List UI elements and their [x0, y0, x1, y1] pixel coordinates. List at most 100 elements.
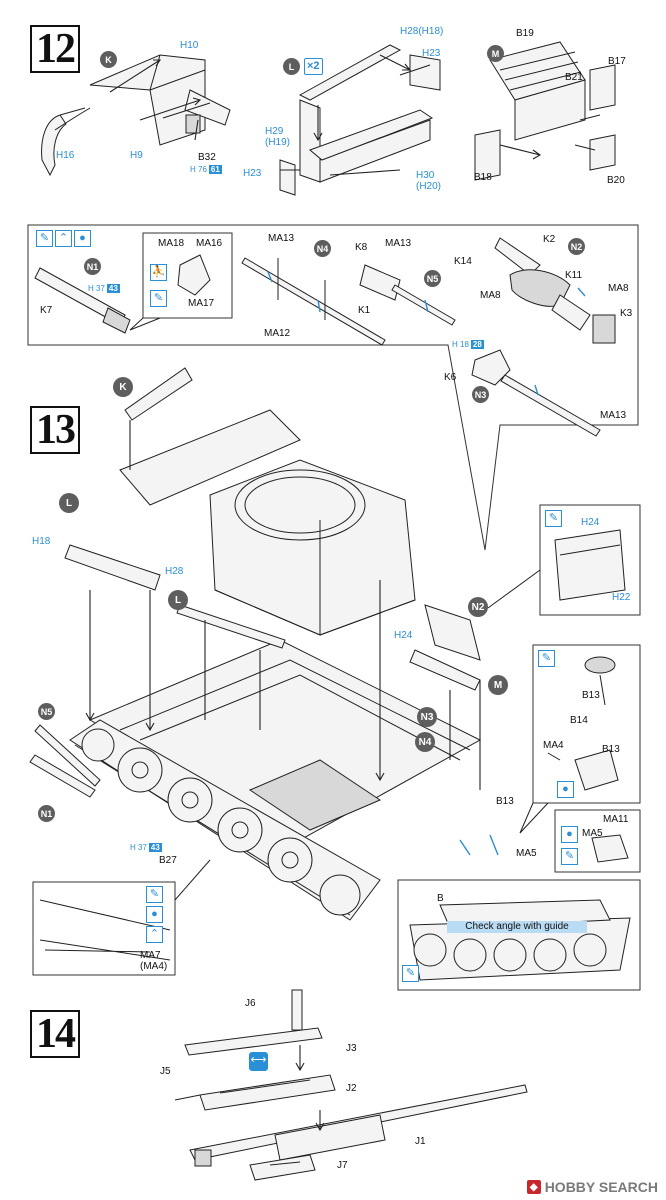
- paint-icon: ●: [557, 781, 574, 798]
- glue-icon: ✎: [545, 510, 562, 527]
- label-h23-b: H23: [243, 168, 262, 179]
- label-k6: K6: [444, 372, 457, 383]
- label-b32: B32: [198, 152, 216, 163]
- step-12-number: 12: [30, 25, 80, 73]
- label-k3: K3: [620, 308, 633, 319]
- subassembly-l-badge: L: [283, 58, 300, 75]
- label-k14: K14: [454, 256, 472, 267]
- label-b13-inset-b: B13: [602, 744, 620, 755]
- label-b13-inset-a: B13: [582, 690, 600, 701]
- label-b20: B20: [607, 175, 625, 186]
- label-ma11: MA11: [603, 814, 629, 825]
- glue-icon: ✎: [538, 650, 555, 667]
- paint-icon: ●: [146, 906, 163, 923]
- label-h18-13: H18: [32, 536, 51, 547]
- label-ma7-ma4: MA7 (MA4): [140, 950, 168, 972]
- subassembly-n5-badge-b: N5: [38, 703, 55, 720]
- paint-icon: ●: [74, 230, 91, 247]
- label-ma18: MA18: [158, 238, 185, 249]
- subassembly-l-badge-13a: L: [59, 493, 79, 513]
- part-ref-h76-sprue: 61: [208, 165, 222, 174]
- step12-m-drawing: [474, 41, 616, 181]
- subassembly-n4-badge-b: N4: [415, 732, 435, 752]
- label-j5: J5: [160, 1066, 171, 1077]
- watermark-text: HOBBY SEARCH: [544, 1179, 658, 1195]
- part-ref-h37-b-text: H 37: [130, 843, 147, 852]
- subassembly-n3-badge-b: N3: [417, 707, 437, 727]
- glue-icon: ✎: [36, 230, 53, 247]
- bend-icon: ⌃: [146, 926, 163, 943]
- label-ma13-c: MA13: [600, 410, 627, 421]
- hobby-search-logo-icon: ◆: [526, 1180, 541, 1194]
- label-j7: J7: [337, 1160, 348, 1171]
- label-h28-h18: H28(H18): [400, 26, 444, 37]
- assembly-direction-icon: ⟷: [249, 1052, 268, 1071]
- label-ma12: MA12: [264, 328, 291, 339]
- label-h29-h19: H29 (H19): [265, 126, 291, 148]
- quantity-x2-badge: ×2: [304, 58, 323, 75]
- part-ref-h37-b-sprue: 43: [148, 843, 162, 852]
- label-h24-inset: H24: [581, 517, 600, 528]
- subassembly-m-badge: M: [487, 45, 504, 62]
- step12-k-drawing: [41, 54, 231, 177]
- step14-drawing: [174, 989, 528, 1181]
- label-h9: H9: [130, 150, 143, 161]
- label-ma16: MA16: [196, 238, 223, 249]
- label-h16: H16: [56, 150, 75, 161]
- part-ref-h37-a-sprue: 43: [106, 284, 120, 293]
- label-k1: K1: [358, 305, 371, 316]
- label-ma13-b: MA13: [385, 238, 412, 249]
- label-j1: J1: [415, 1136, 426, 1147]
- label-ma5-inset: MA5: [582, 828, 603, 839]
- label-h30-h20: H30 (H20): [416, 170, 442, 192]
- label-j3: J3: [346, 1043, 357, 1054]
- label-h24-13: H24: [394, 630, 413, 641]
- label-b19: B19: [516, 28, 534, 39]
- label-b21: B21: [565, 72, 583, 83]
- inset-top-frame: [27, 224, 639, 551]
- subassembly-n5-badge-a: N5: [424, 270, 441, 287]
- label-h22-inset: H22: [612, 592, 631, 603]
- subassembly-n1-badge-a: N1: [84, 258, 101, 275]
- label-b-guide: B: [437, 893, 444, 904]
- label-ma4-inset: MA4: [543, 740, 564, 751]
- label-b14-inset: B14: [570, 715, 588, 726]
- label-h10: H10: [180, 40, 199, 51]
- part-ref-h18-text: H 18: [452, 340, 469, 349]
- bend-icon: ⌃: [55, 230, 72, 247]
- label-b27: B27: [159, 855, 177, 866]
- step-14-number: 14: [30, 1010, 80, 1058]
- label-b17: B17: [608, 56, 626, 67]
- label-ma17: MA17: [188, 298, 215, 309]
- subassembly-n2-badge-a: N2: [568, 238, 585, 255]
- subassembly-n4-badge-a: N4: [314, 240, 331, 257]
- label-j2: J2: [346, 1083, 357, 1094]
- label-b13-13: B13: [496, 796, 514, 807]
- label-h23-a: H23: [422, 48, 441, 59]
- label-k8: K8: [355, 242, 368, 253]
- part-ref-h18-sprue: 28: [470, 340, 484, 349]
- subassembly-n3-badge-a: N3: [472, 386, 489, 403]
- subassembly-l-badge-13b: L: [168, 590, 188, 610]
- label-k11: K11: [565, 270, 583, 281]
- subassembly-n1-badge-b: N1: [38, 805, 55, 822]
- figure-icon: ⛹: [150, 264, 167, 281]
- paint-icon: ●: [561, 826, 578, 843]
- subassembly-m-badge-13: M: [488, 675, 508, 695]
- label-ma8-a: MA8: [480, 290, 501, 301]
- label-k7: K7: [40, 305, 53, 316]
- step12-l-drawing: [279, 44, 441, 196]
- step13-drawing: [29, 367, 499, 921]
- glue-icon: ✎: [402, 965, 419, 982]
- subassembly-k-badge-13: K: [113, 377, 133, 397]
- label-h28-13: H28: [165, 566, 184, 577]
- label-ma8-b: MA8: [608, 283, 629, 294]
- subassembly-k-badge: K: [100, 51, 117, 68]
- label-j6: J6: [245, 998, 256, 1009]
